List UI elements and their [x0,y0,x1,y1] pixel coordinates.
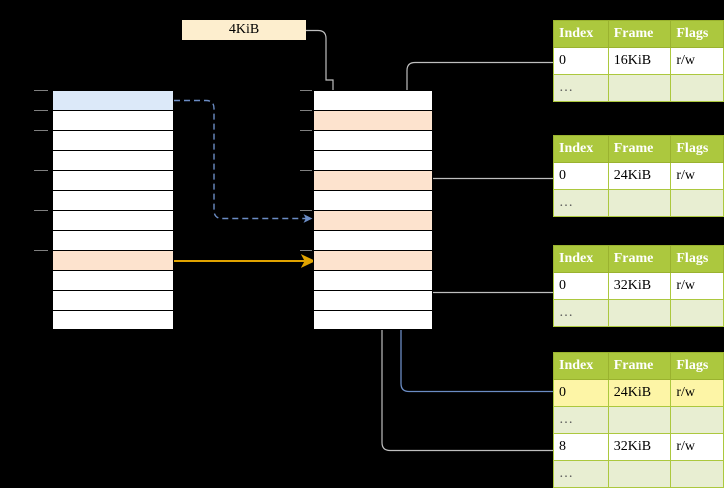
column-header-flags: Flags [670,135,724,163]
column-header-flags: Flags [670,352,724,380]
column-header-frame: Frame [607,352,672,380]
cell-flags: r/w [670,433,724,461]
left-memory-row-9 [52,250,174,270]
left-memory-row-10 [52,270,174,290]
cell-frame [607,460,672,488]
size-label-4kib: 4KiB [182,20,306,40]
cell-index: … [553,189,609,217]
cell-index: … [553,406,609,434]
middle-memory-column [313,90,433,330]
left-memory-column [52,90,174,330]
left-memory-row-5 [52,170,174,190]
cell-flags [670,406,724,434]
left-memory-row-6 [52,190,174,210]
column-header-index: Index [553,352,609,380]
left-memory-row-3 [52,130,174,150]
middle-memory-row-7 [313,210,433,230]
left-memory-row-12 [52,310,174,330]
middle-memory-row-4 [313,150,433,170]
cell-index: 8 [553,433,609,461]
middle-memory-row-8 [313,230,433,250]
left-memory-row-8 [52,230,174,250]
left-memory-row-4 [52,150,174,170]
middle-memory-row-2 [313,110,433,130]
cell-flags [670,460,724,488]
column-header-flags: Flags [670,20,724,48]
left-memory-row-1 [52,90,174,110]
table-row: … [553,74,724,102]
cell-flags: r/w [670,162,724,190]
connector-pt2-to-middle [416,177,553,212]
cell-frame [607,74,672,102]
cell-flags [670,299,724,327]
cell-flags: r/w [670,379,724,407]
cell-frame [607,299,672,327]
cell-frame: 32KiB [607,272,672,300]
cell-index: … [553,74,609,102]
column-header-index: Index [553,20,609,48]
cell-frame: 16KiB [607,47,672,75]
left-memory-row-7 [52,210,174,230]
column-header-index: Index [553,135,609,163]
cell-flags: r/w [670,47,724,75]
table-row: … [553,189,724,217]
middle-memory-row-6 [313,190,433,210]
column-header-index: Index [553,245,609,273]
column-header-flags: Flags [670,245,724,273]
cell-index: 0 [553,162,609,190]
left-memory-row-11 [52,290,174,310]
middle-memory-row-12 [313,310,433,330]
cell-frame [607,189,672,217]
column-header-frame: Frame [607,135,672,163]
cell-frame: 24KiB [607,379,672,407]
middle-memory-row-3 [313,130,433,150]
middle-memory-row-11 [313,290,433,310]
cell-frame: 32KiB [607,433,672,461]
cell-index: 0 [553,379,609,407]
column-header-frame: Frame [607,20,672,48]
cell-index: … [553,460,609,488]
connector-pt3-to-middle [416,270,553,294]
middle-memory-row-5 [313,170,433,190]
table-row: … [553,299,724,327]
cell-index: … [553,299,609,327]
cell-flags [670,74,724,102]
middle-memory-row-9 [313,250,433,270]
cell-frame: 24KiB [607,162,672,190]
cell-frame [607,406,672,434]
left-column-ticks [34,90,48,251]
middle-memory-row-10 [313,270,433,290]
table-row: … [553,406,724,434]
cell-index: 0 [553,272,609,300]
column-header-frame: Frame [607,245,672,273]
middle-column-ticks [300,90,312,251]
middle-memory-row-1 [313,90,433,110]
table-row: … [553,460,724,488]
cell-flags: r/w [670,272,724,300]
cell-index: 0 [553,47,609,75]
connector-left-blue-dashed [174,99,313,223]
left-memory-row-2 [52,110,174,130]
cell-flags [670,189,724,217]
